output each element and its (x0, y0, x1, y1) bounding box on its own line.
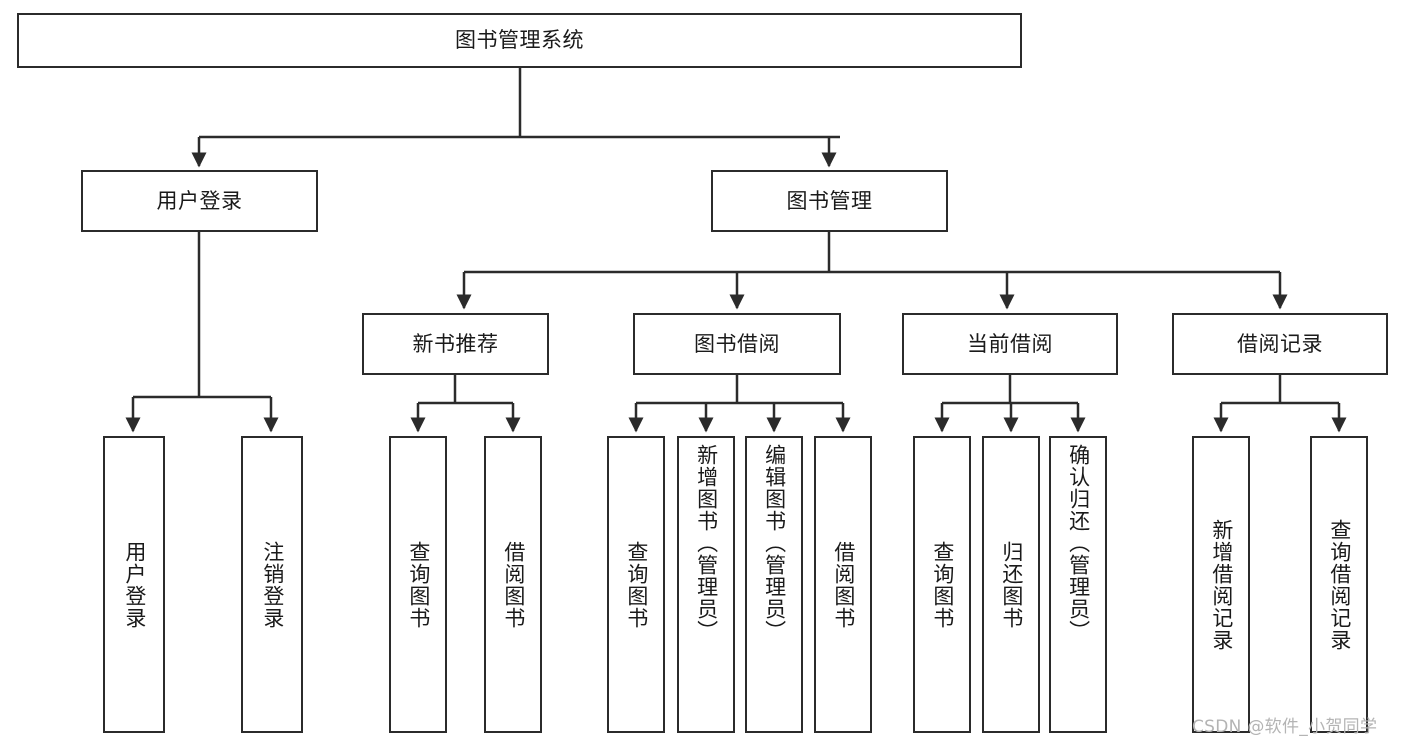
leaf-user-login[interactable]: 用户登录 (103, 436, 165, 733)
node-book-management[interactable]: 图书管理 (711, 170, 948, 232)
leaf-query-book-borrow[interactable]: 查询图书 (607, 436, 665, 733)
node-label: 归还图书 (999, 540, 1024, 629)
node-new-book-recommend[interactable]: 新书推荐 (362, 313, 549, 375)
node-book-borrow[interactable]: 图书借阅 (633, 313, 841, 375)
node-label: 用户登录 (156, 188, 243, 213)
leaf-edit-book-admin[interactable]: 编辑图书（管理员） (745, 436, 803, 733)
leaf-confirm-return-admin[interactable]: 确认归还（管理员） (1049, 436, 1107, 733)
node-current-borrow[interactable]: 当前借阅 (902, 313, 1118, 375)
leaf-add-book-admin[interactable]: 新增图书（管理员） (677, 436, 735, 733)
leaf-return-book[interactable]: 归还图书 (982, 436, 1040, 733)
leaf-query-book-recommend[interactable]: 查询图书 (389, 436, 447, 733)
node-label: 新书推荐 (412, 331, 499, 356)
node-label: 查询图书 (930, 540, 955, 629)
watermark-text: CSDN @软件_小贺同学 (1192, 717, 1378, 737)
node-user-login[interactable]: 用户登录 (81, 170, 318, 232)
node-label: 图书借阅 (694, 331, 780, 356)
leaf-query-borrow-record[interactable]: 查询借阅记录 (1310, 436, 1368, 733)
node-label: 用户登录 (122, 540, 147, 629)
node-label: 新增图书（管理员） (694, 444, 719, 642)
node-label: 查询借阅记录 (1327, 518, 1352, 651)
leaf-borrow-book[interactable]: 借阅图书 (814, 436, 872, 733)
leaf-query-book-current[interactable]: 查询图书 (913, 436, 971, 733)
node-label: 编辑图书（管理员） (762, 444, 787, 642)
node-label: 当前借阅 (967, 331, 1053, 356)
node-label: 确认归还（管理员） (1066, 444, 1091, 642)
node-label: 查询图书 (406, 540, 431, 629)
node-label: 注销登录 (260, 540, 285, 629)
node-label: 借阅图书 (831, 540, 856, 629)
node-label: 借阅记录 (1237, 331, 1323, 356)
leaf-borrow-book-recommend[interactable]: 借阅图书 (484, 436, 542, 733)
node-root-system[interactable]: 图书管理系统 (17, 13, 1022, 68)
node-label: 查询图书 (624, 540, 649, 629)
leaf-add-borrow-record[interactable]: 新增借阅记录 (1192, 436, 1250, 733)
node-borrow-record[interactable]: 借阅记录 (1172, 313, 1388, 375)
node-label: 图书管理系统 (455, 28, 584, 53)
node-label: 图书管理 (786, 188, 873, 213)
leaf-logout[interactable]: 注销登录 (241, 436, 303, 733)
node-label: 新增借阅记录 (1209, 518, 1234, 651)
node-label: 借阅图书 (501, 540, 526, 629)
